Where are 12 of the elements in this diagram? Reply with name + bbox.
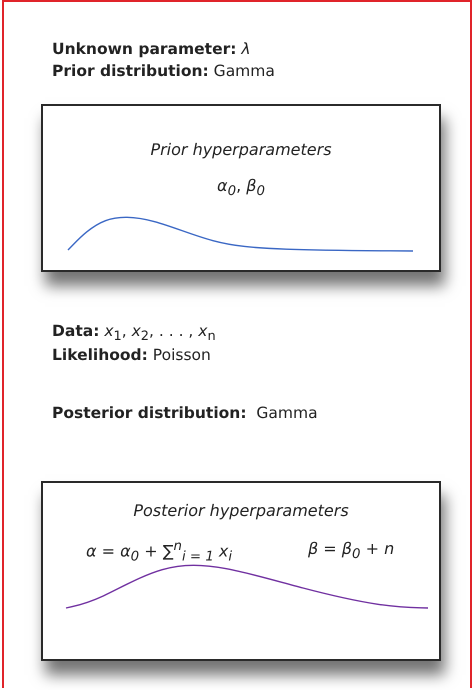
panel-heading: Posterior hyperparameters: [132, 501, 350, 520]
caption-text: Prior distribution: Gamma: [52, 62, 275, 80]
caption-text: Posterior distribution: Gamma: [52, 404, 318, 422]
caption-text: Unknown parameter: λ: [52, 40, 251, 58]
distribution-panel: [41, 481, 441, 661]
caption-text: Data: x$_{1}$, x$_{2}$, . . . , x$_{n}$: [52, 322, 216, 344]
caption-text: Likelihood: Poisson: [52, 346, 211, 364]
formula: β = β$_{0}$ + n: [308, 539, 394, 562]
panel-heading: Prior hyperparameters: [149, 140, 333, 159]
formula: α = α$_{0}$ + ∑$^{n}$$_{i = 1}$ x$_{i}$: [86, 539, 232, 565]
formula: α$_{0}$, β$_{0}$: [216, 176, 266, 200]
distribution-panel: [41, 104, 441, 272]
